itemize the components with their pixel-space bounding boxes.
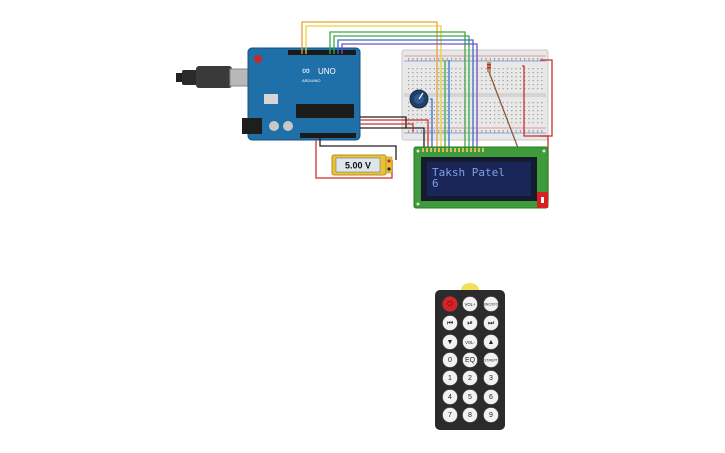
probe-jack-positive[interactable] xyxy=(387,159,391,163)
remote-button-vol-minus[interactable]: VOL- xyxy=(462,334,478,350)
remote-button-label: 9 xyxy=(489,412,493,419)
arduino-brand-label: ARDUINO xyxy=(302,78,320,83)
usb-cable xyxy=(176,66,253,88)
potentiometer[interactable] xyxy=(409,89,429,109)
remote-button-label: 8 xyxy=(468,412,472,419)
multimeter-reading: 5.00 V xyxy=(345,161,371,171)
remote-button-label: ▼ xyxy=(447,339,454,346)
remote-button-num-9[interactable]: 9 xyxy=(483,407,499,423)
remote-button-next[interactable]: ⏭ xyxy=(483,315,499,331)
analog-header xyxy=(300,133,356,138)
remote-button-label: 0 xyxy=(448,357,452,364)
remote-button-down[interactable]: ▼ xyxy=(442,334,458,350)
arduino-infinity-logo: ∞ xyxy=(302,65,310,77)
remote-button-label: EQ xyxy=(465,357,476,364)
remote-button-num-8[interactable]: 8 xyxy=(462,407,478,423)
remote-button-play-pause[interactable]: ⏯ xyxy=(462,315,478,331)
resistor xyxy=(487,62,491,72)
multimeter[interactable]: 5.00 V xyxy=(331,154,393,176)
remote-button-label: 7 xyxy=(448,412,452,419)
remote-button-num-0[interactable]: 0 xyxy=(442,352,458,368)
remote-button-label: 4 xyxy=(448,394,452,401)
lcd-16x2-module[interactable]: Taksh Patel 6 xyxy=(413,146,549,209)
remote-button-vol-plus[interactable]: VOL+ xyxy=(462,296,478,312)
digital-header xyxy=(288,50,356,55)
remote-button-power[interactable]: ⏻ xyxy=(442,296,458,312)
ir-remote[interactable]: ⏻ VOL+ FUNC/STOP ⏮ ⏯ ⏭ ▼ VOL- ▲ 0 EQ ST/REPT 1 2 3 4 5 6 7… xyxy=(435,283,505,430)
remote-button-num-5[interactable]: 5 xyxy=(462,389,478,405)
remote-button-eq[interactable]: EQ xyxy=(462,352,478,368)
reset-button[interactable] xyxy=(254,55,262,63)
remote-button-num-2[interactable]: 2 xyxy=(462,370,478,386)
crystal xyxy=(264,94,278,104)
remote-button-num-7[interactable]: 7 xyxy=(442,407,458,423)
probe-jack-negative[interactable] xyxy=(387,167,391,171)
remote-button-label: ⏭ xyxy=(488,320,495,327)
remote-button-num-3[interactable]: 3 xyxy=(483,370,499,386)
lcd-screen xyxy=(427,162,531,196)
remote-button-label: 1 xyxy=(448,375,452,382)
remote-button-label: ▲ xyxy=(488,339,495,346)
capacitor xyxy=(283,121,293,131)
remote-button-label: ⏻ xyxy=(447,300,453,308)
remote-button-num-6[interactable]: 6 xyxy=(483,389,499,405)
remote-button-up[interactable]: ▲ xyxy=(483,334,499,350)
remote-button-st-rept[interactable]: ST/REPT xyxy=(483,352,499,368)
arduino-model-label: UNO xyxy=(318,67,336,76)
remote-button-label: 5 xyxy=(468,394,472,401)
remote-button-num-1[interactable]: 1 xyxy=(442,370,458,386)
remote-button-label: ⏯ xyxy=(467,320,473,327)
remote-button-label: 6 xyxy=(489,394,493,401)
lcd-line-2: 6 xyxy=(432,177,439,190)
remote-button-label: 2 xyxy=(468,375,472,382)
remote-button-label: FUNC/STOP xyxy=(482,303,500,307)
multimeter-display xyxy=(335,157,381,173)
power-jack xyxy=(242,118,262,134)
remote-button-label: VOL+ xyxy=(465,302,476,307)
remote-button-label: ⏮ xyxy=(447,320,453,327)
atmega-chip xyxy=(296,104,354,118)
remote-button-label: ST/REPT xyxy=(484,359,498,363)
remote-button-func-stop[interactable]: FUNC/STOP xyxy=(482,296,500,312)
remote-button-num-4[interactable]: 4 xyxy=(442,389,458,405)
capacitor xyxy=(269,121,279,131)
remote-button-label: 3 xyxy=(489,375,493,382)
remote-button-prev[interactable]: ⏮ xyxy=(442,315,458,331)
remote-button-label: VOL- xyxy=(465,340,475,345)
arduino-uno-board[interactable]: ∞ UNO ARDUINO xyxy=(242,47,361,141)
lcd-line-1: Taksh Patel xyxy=(432,166,505,179)
